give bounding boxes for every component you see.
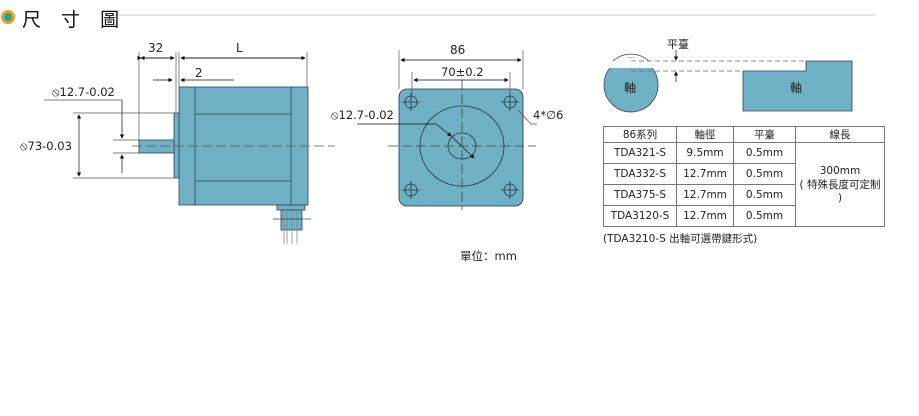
col-flat: 平臺 [733, 126, 796, 143]
dim-side-shaft-dia: ⦸12.7-0.02 [52, 85, 115, 99]
shaft-flat-detail [603, 50, 853, 113]
dim-shaft-length: 32 [148, 41, 163, 55]
table-row: TDA321-S 9.5mm 0.5mm 300mm ( 特殊長度可定制 ) [603, 142, 885, 227]
cell-shaft-dia: 12.7mm [676, 184, 734, 206]
dim-hole-pitch: 70±0.2 [441, 65, 484, 79]
cell-shaft-dia: 9.5mm [676, 142, 734, 164]
motor-front-view [388, 80, 536, 210]
spec-table: 86系列 軸徑 平臺 線長 TDA321-S 9.5mm 0.5mm 300mm… [603, 126, 885, 227]
motor-side-view [132, 86, 335, 244]
header-bullet-icon [1, 10, 15, 24]
col-cable-length: 線長 [795, 126, 885, 143]
cell-model: TDA375-S [603, 184, 677, 206]
unit-label: 單位：mm [460, 249, 517, 263]
dim-front-shaft-dia: ⦸12.7-0.02 [331, 108, 394, 122]
side-view-dimensions [44, 52, 308, 179]
table-row: TDA332-S 12.7mm 0.5mm [603, 163, 885, 185]
cell-flat: 0.5mm [733, 205, 796, 227]
dim-flange: 2 [195, 66, 203, 80]
shaft-label-side: 軸 [790, 81, 802, 95]
dim-width: 86 [450, 43, 465, 57]
front-view-dimensions [357, 50, 537, 159]
dim-body-length: L [236, 41, 243, 55]
col-shaft-dia: 軸徑 [676, 126, 734, 143]
shaft-label-round: 軸 [624, 81, 636, 95]
cell-flat: 0.5mm [733, 163, 796, 185]
cable-length-note: ( 特殊長度可定制 ) [799, 179, 881, 204]
cell-model: TDA332-S [603, 163, 677, 185]
table-row: TDA3120-S 12.7mm 0.5mm [603, 205, 885, 227]
cell-shaft-dia: 12.7mm [676, 163, 734, 185]
cable-length-value: 300mm [819, 165, 861, 177]
col-series: 86系列 [603, 126, 677, 143]
cell-shaft-dia: 12.7mm [676, 205, 734, 227]
cell-flat: 0.5mm [733, 142, 796, 164]
table-header-row: 86系列 軸徑 平臺 線長 [603, 126, 885, 143]
keyed-shaft-note: (TDA3210-S 出軸可選帶鍵形式) [603, 233, 758, 245]
flat-label: 平臺 [667, 37, 689, 51]
dim-mount-holes: 4*∅6 [533, 108, 563, 122]
cell-model: TDA321-S [603, 142, 677, 164]
cell-flat: 0.5mm [733, 184, 796, 206]
dim-boss-dia: ⦸73-0.03 [20, 139, 72, 153]
section-title: 尺 寸 圖 [22, 9, 127, 31]
cell-model: TDA3120-S [603, 205, 677, 227]
cell-cable-length: 300mm ( 特殊長度可定制 ) [795, 142, 885, 227]
